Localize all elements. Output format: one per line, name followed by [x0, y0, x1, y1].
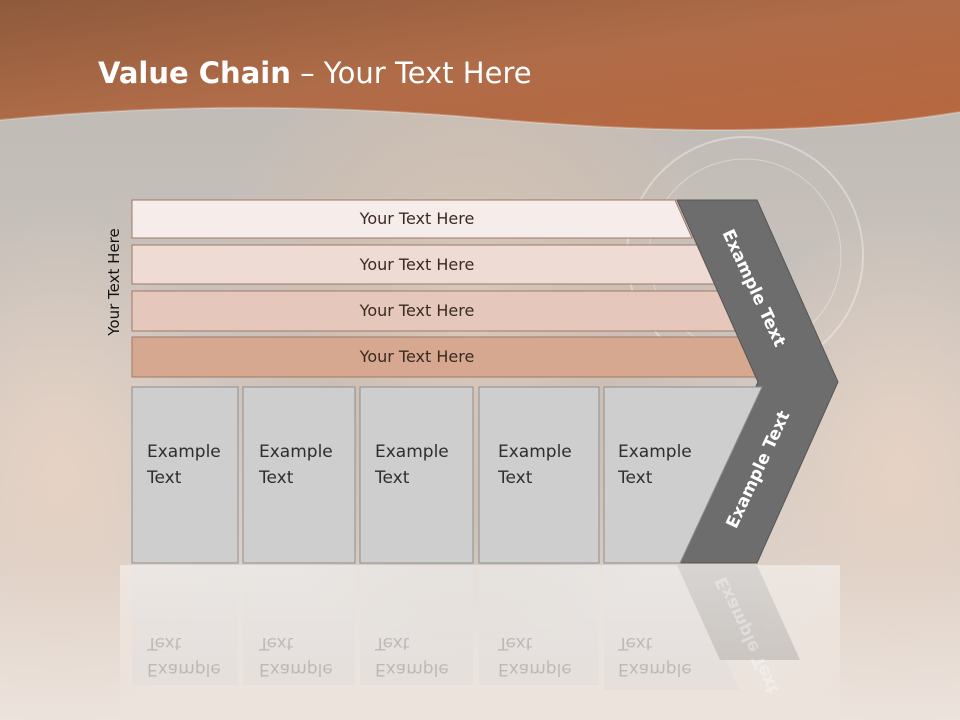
box-5-line2: Text [618, 468, 653, 488]
box-4-line1: Example [498, 442, 572, 462]
box-1-line2: Text [147, 468, 182, 488]
chevron-arrow [676, 199, 839, 564]
box-2 [242, 386, 356, 564]
box-2-reflection: Example Text [259, 630, 333, 682]
box-5-reflection-line2: Text [618, 633, 653, 653]
box-4 [478, 386, 600, 564]
bar-1-label: Your Text Here [359, 209, 475, 228]
box-4-line2: Text [498, 468, 533, 488]
box-4-reflection-line1: Example [498, 659, 572, 679]
bar-1 [131, 199, 693, 239]
bar-3-label: Your Text Here [359, 301, 475, 320]
box-2-line2: Text [259, 468, 294, 488]
reflection-fade [120, 565, 840, 720]
box-1-reflection-line1: Example [147, 659, 221, 679]
side-label: Your Text Here [105, 228, 123, 336]
box-5-reflection-line1: Example [618, 659, 692, 679]
box-2-line1: Example [259, 442, 333, 462]
box-4-reflection: Example Text [498, 630, 572, 682]
box-3-reflection: Example Text [375, 630, 449, 682]
box-5-reflection: Example Text [618, 630, 692, 682]
bar-4-label: Your Text Here [359, 347, 475, 366]
bar-2-label: Your Text Here [359, 255, 475, 274]
box-4-reflection-line2: Text [498, 633, 533, 653]
box-3-line2: Text [375, 468, 410, 488]
title-rest: – Your Text Here [290, 56, 532, 90]
box-5-line1: Example [618, 442, 692, 462]
box-1-reflection: Example Text [147, 630, 221, 682]
box-2-reflection-line1: Example [259, 659, 333, 679]
header-band [0, 0, 960, 131]
box-2-reflection-line2: Text [259, 633, 294, 653]
box-1-line1: Example [147, 442, 221, 462]
box-3-reflection-line2: Text [375, 633, 410, 653]
page-title: Value Chain – Your Text Here [98, 56, 532, 90]
title-bold: Value Chain [98, 56, 291, 90]
box-3 [359, 386, 474, 564]
box-3-line1: Example [375, 442, 449, 462]
box-3-reflection-line1: Example [375, 659, 449, 679]
box-1 [131, 386, 239, 564]
box-5 [603, 386, 763, 564]
box-1-reflection-line2: Text [147, 633, 182, 653]
